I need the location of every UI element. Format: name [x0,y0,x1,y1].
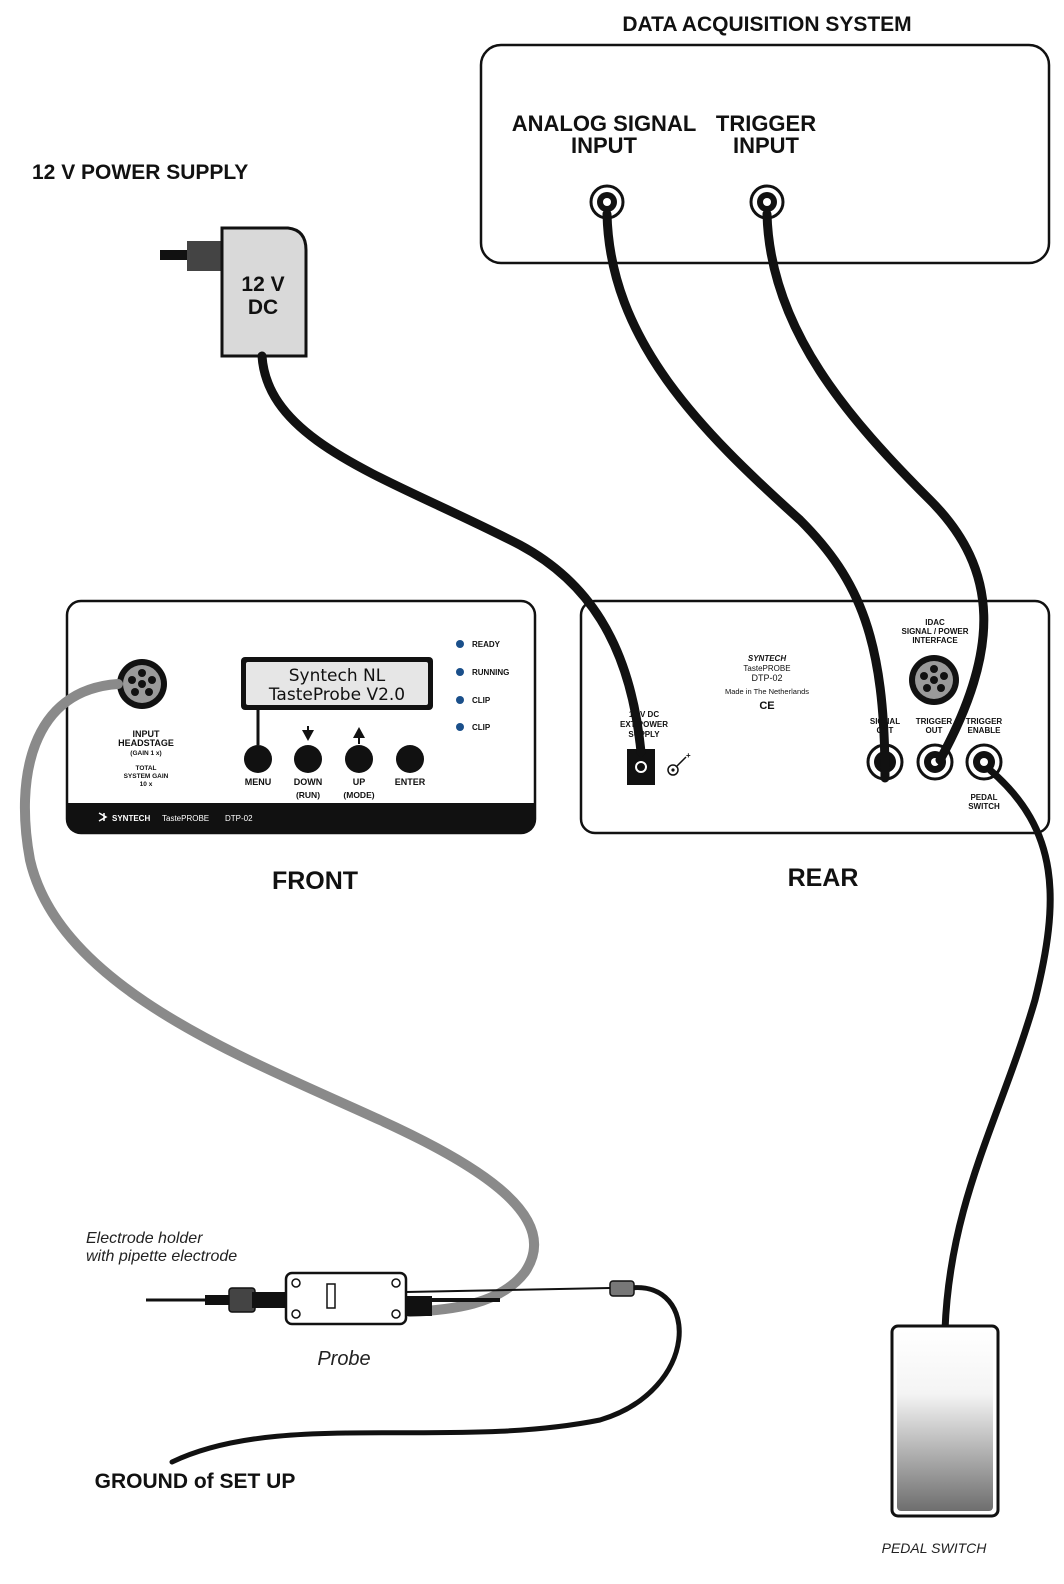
rear-product: TastePROBE [743,664,790,673]
ext-power-label-2: EXT POWER [620,720,668,729]
probe-logo-icon [326,1283,336,1309]
power-supply-title: 12 V POWER SUPPLY [32,161,248,184]
footer-product: TastePROBE [162,814,209,823]
probe [146,1271,635,1326]
rear-brand: SYNTECH [748,654,786,663]
trigger-enable-label: TRIGGER [966,717,1003,726]
rear-panel: SYNTECH TastePROBE DTP-02 Made in The Ne… [579,599,1051,835]
analog-signal-cable [602,209,890,783]
idac-connector[interactable] [909,655,959,705]
running-label: RUNNING [472,668,509,677]
menu-button[interactable] [244,745,272,773]
trigger-input-label-2: INPUT [733,133,800,158]
trigger-enable-label-2: ENABLE [968,726,1002,735]
up-button[interactable] [345,745,373,773]
down-label: DOWN [294,777,323,787]
up-label: UP [353,777,366,787]
menu-label: MENU [245,777,272,787]
analog-input-label-2: INPUT [571,133,638,158]
made-in: Made in The Netherlands [725,687,809,696]
power-cable [257,351,646,757]
adapter-label-2: DC [248,296,278,319]
idac-label-3: INTERFACE [912,636,958,645]
up-arrow-icon [353,727,365,738]
rear-label: REAR [788,864,859,892]
enter-button[interactable] [396,745,424,773]
pedal-switch-port-label-2: SWITCH [968,802,1000,811]
pedal-switch-port-label: PEDAL [970,793,997,802]
footer-brand: SYNTECH [112,814,150,823]
clip-label-1: CLIP [472,696,491,705]
trigger-out-label-2: OUT [926,726,943,735]
input-headstage-connector[interactable] [117,659,167,709]
ce-mark: CE [759,700,774,712]
ground-label: GROUND of SET UP [95,1470,296,1493]
front-panel: INPUT HEADSTAGE (GAIN 1 x) TOTAL SYSTEM … [65,599,537,835]
headstage-cable [19,679,540,1317]
daq-title: DATA ACQUISITION SYSTEM [622,13,911,36]
trigger-cable [762,209,989,765]
run-label: (RUN) [296,790,320,800]
probe-label: Probe [317,1348,370,1370]
system-gain-label: SYSTEM GAIN [124,773,169,780]
ext-power-label-3: SUPPLY [628,730,660,739]
rear-model: DTP-02 [751,673,782,683]
lcd-screen [246,662,428,705]
electrode-label: Electrode holder [86,1230,203,1247]
idac-label-2: SIGNAL / POWER [902,627,969,636]
idac-label: IDAC [925,618,945,627]
analog-input-label: ANALOG SIGNAL [512,111,697,136]
clip-label-2: CLIP [472,723,491,732]
lcd-line-1: Syntech NL [289,666,386,686]
total-label: TOTAL [135,765,156,772]
lcd-line-2: TasteProbe V2.0 [268,685,405,705]
power-adapter: 12 V DC [160,226,308,358]
trigger-out-label: TRIGGER [916,717,953,726]
front-label: FRONT [272,867,358,895]
analog-input-bnc[interactable] [589,184,625,220]
running-led [456,668,464,676]
clip-led-1 [456,696,464,704]
svg-text:+: + [686,751,691,760]
down-button[interactable] [294,745,322,773]
electrode-label-2: with pipette electrode [86,1248,237,1265]
headstage-label: HEADSTAGE [118,738,174,748]
pedal-cable [941,766,1054,1334]
gain-label: (GAIN 1 x) [130,750,161,757]
enter-label: ENTER [395,777,426,787]
polarity-icon: + [667,751,691,776]
ground-cable [169,1285,682,1465]
input-label: INPUT [133,729,161,739]
trigger-input-label: TRIGGER [716,111,816,136]
adapter-label: 12 V [241,273,284,296]
pedal-switch[interactable] [890,1324,1000,1518]
pedal-switch-label: PEDAL SWITCH [882,1540,988,1556]
mode-label: (MODE) [343,790,374,800]
ready-label: READY [472,640,501,649]
down-arrow-icon [302,730,314,741]
syntech-logo-icon [98,812,108,822]
ext-power-label: 12 V DC [629,710,659,719]
footer-model: DTP-02 [225,814,253,823]
clip-led-2 [456,723,464,731]
system-gain-value: 10 x [140,781,153,788]
ready-led [456,640,464,648]
cables [19,209,1054,1465]
